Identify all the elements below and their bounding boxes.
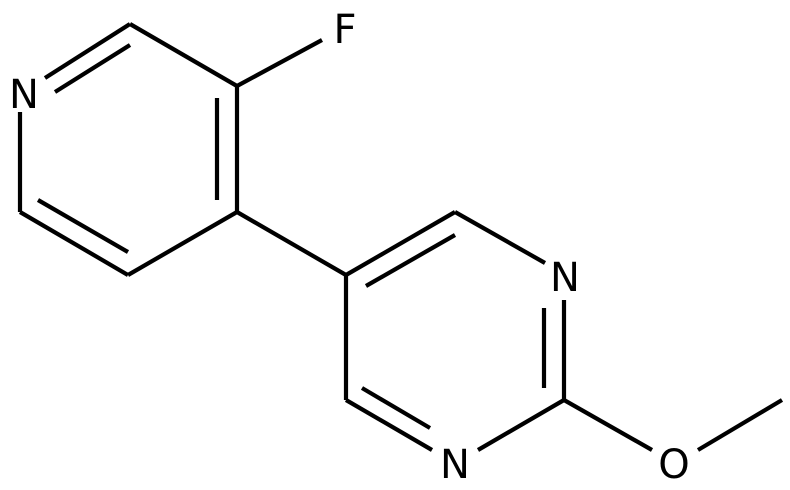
bond-n1-c2-inner [53, 43, 132, 94]
bond-c3-f [236, 38, 323, 88]
atom-label-pyrimidine-n-lower: N [440, 442, 470, 488]
pyridine-ring [17, 22, 240, 277]
bond-c5-c6-inner [36, 198, 130, 254]
bond-pm-n3-c4-inner [360, 386, 432, 430]
atom-label-pyrimidine-n-upper: N [550, 255, 580, 301]
bond-c2-c3 [128, 22, 239, 88]
bond-c5-c6 [18, 210, 130, 277]
atom-label-f: F [333, 7, 356, 53]
bond-biaryl [235, 210, 348, 277]
bond-o-methyl [696, 398, 784, 452]
atom-label-pyridine-n: N [9, 72, 39, 118]
bond-pm-c6-n1 [453, 210, 547, 265]
bond-pm-c2-n3 [476, 398, 566, 452]
pyrimidine-ring [343, 210, 567, 452]
bond-c4-c5 [126, 210, 239, 277]
atom-label-o: O [658, 442, 689, 488]
bond-pm-c5-c6 [344, 210, 457, 277]
bond-n1-c2 [43, 22, 132, 80]
bond-pm-n3-c4 [344, 398, 434, 452]
bond-pm-c5-c6-inner [364, 233, 457, 288]
bond-c2-o [562, 398, 654, 452]
